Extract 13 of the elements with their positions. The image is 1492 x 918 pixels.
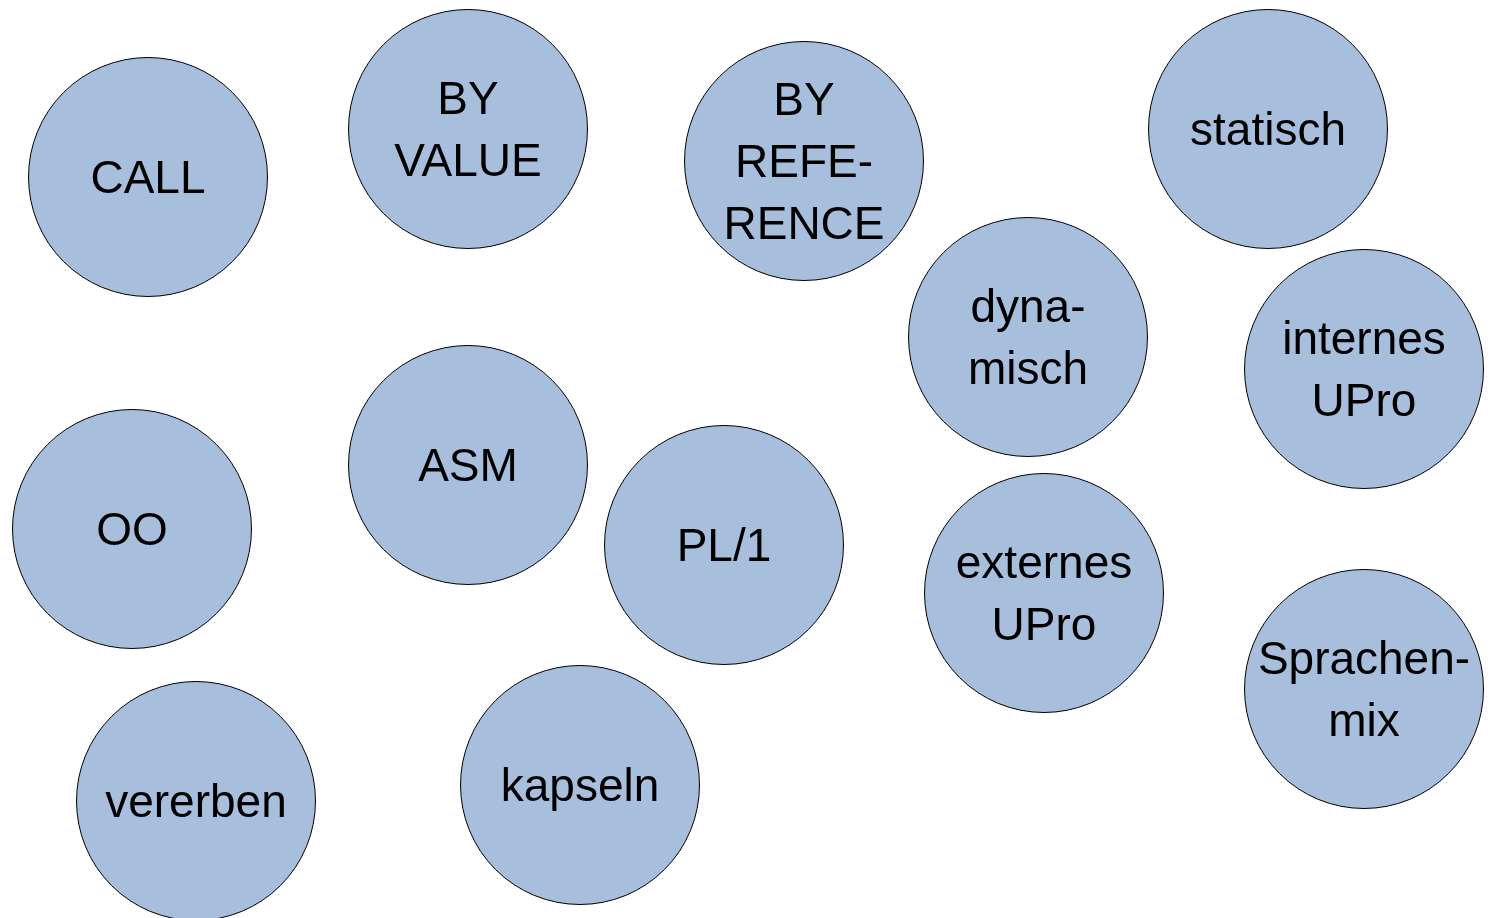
node-label: ASM (418, 438, 518, 493)
node-label: BY VALUE (394, 71, 542, 188)
node-label: kapseln (500, 758, 660, 813)
node-label: Sprachen- mix (1257, 631, 1471, 748)
node-label: statisch (1190, 102, 1346, 157)
node-label: vererben (105, 774, 287, 829)
node-label: PL/1 (676, 518, 772, 573)
node-label: BY REFE- RENCE (723, 72, 885, 251)
node-label: dyna- misch (967, 279, 1089, 396)
node-label: OO (96, 502, 168, 557)
node-label: internes UPro (1282, 311, 1446, 428)
node-label: externes UPro (955, 535, 1133, 652)
node-label: CALL (90, 150, 206, 205)
